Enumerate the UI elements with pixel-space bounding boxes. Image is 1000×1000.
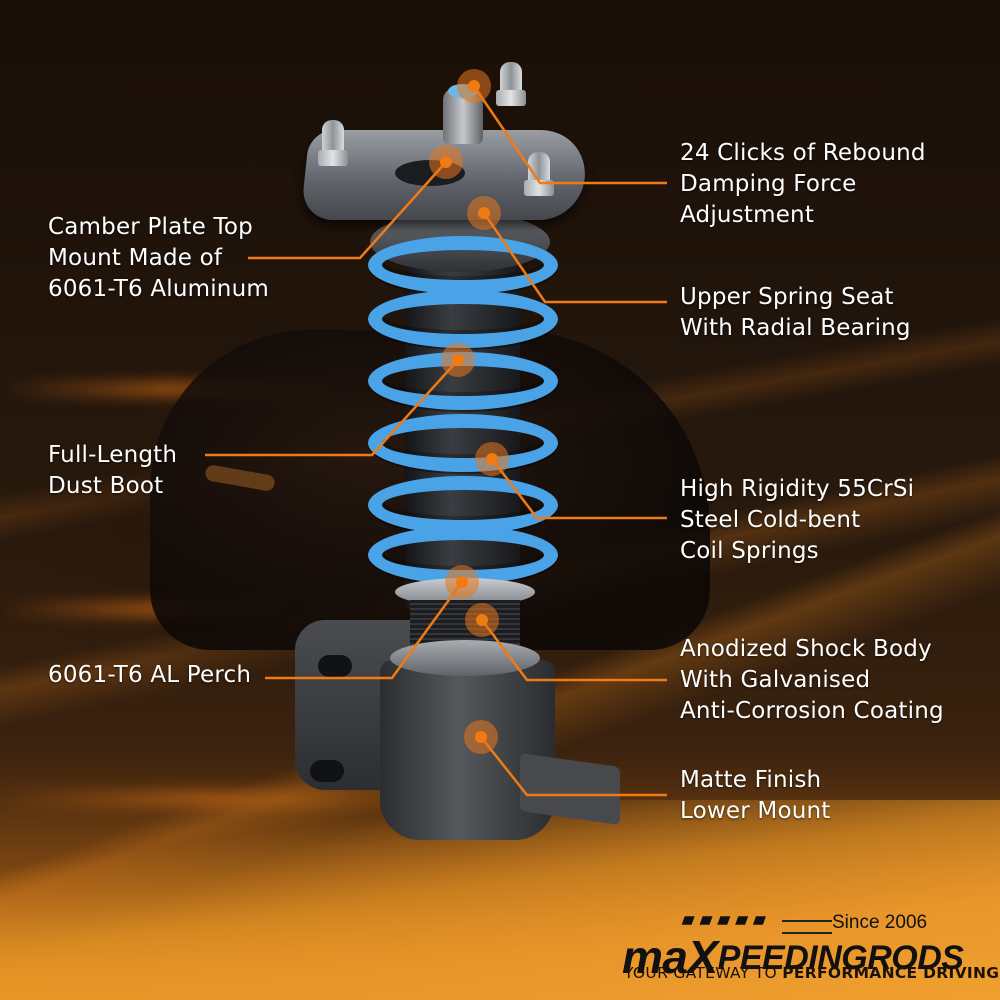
label-shock-body: Anodized Shock Body With Galvanised Anti… (680, 636, 944, 724)
label-rebound-damping: 24 Clicks of Rebound Damping Force Adjus… (680, 140, 926, 228)
label-upper-spring-seat: Upper Spring Seat With Radial Bearing (680, 284, 911, 341)
leader-coil (491, 458, 667, 520)
callout-marker-perch (445, 565, 479, 599)
callout-marker-shock (465, 603, 499, 637)
label-camber-plate: Camber Plate Top Mount Made of 6061-T6 A… (48, 214, 269, 302)
mount-stud (528, 152, 550, 186)
callout-marker-lower-mount (464, 720, 498, 754)
bracket-hole (318, 655, 352, 677)
leader-dust-boot (205, 359, 459, 457)
logo-tagline: YOUR GATEWAY TO PERFORMANCE DRIVING (624, 964, 1000, 982)
callout-marker-upper-seat (467, 196, 501, 230)
leader-perch (265, 581, 464, 680)
leader-lower-mount (480, 736, 667, 797)
label-coil-springs: High Rigidity 55CrSi Steel Cold-bent Coi… (680, 476, 915, 564)
callout-marker-rebound (457, 69, 491, 103)
leader-camber (248, 161, 447, 260)
logo-wordmark: maXPEEDINGRODS (622, 931, 964, 983)
mount-stud (500, 62, 522, 96)
brand-logo: Since 2006 ▀ ▀ ▀ ▀ ▀ maXPEEDINGRODS YOUR… (622, 912, 999, 983)
label-al-perch: 6061-T6 AL Perch (48, 662, 252, 688)
leader-shock (481, 619, 667, 682)
logo-speed-lines (782, 920, 832, 934)
bracket-hole (310, 760, 344, 782)
label-dust-boot: Full-Length Dust Boot (48, 442, 178, 499)
mount-nut (496, 90, 526, 106)
mount-stud (322, 120, 344, 154)
label-lower-mount: Matte Finish Lower Mount (680, 767, 831, 824)
mount-nut (318, 150, 348, 166)
callout-marker-coil (475, 442, 509, 476)
callout-marker-dust-boot (441, 343, 475, 377)
leader-rebound (472, 85, 667, 185)
logo-since: Since 2006 (832, 912, 928, 933)
leader-upper-seat (482, 212, 667, 304)
callout-marker-camber (429, 145, 463, 179)
